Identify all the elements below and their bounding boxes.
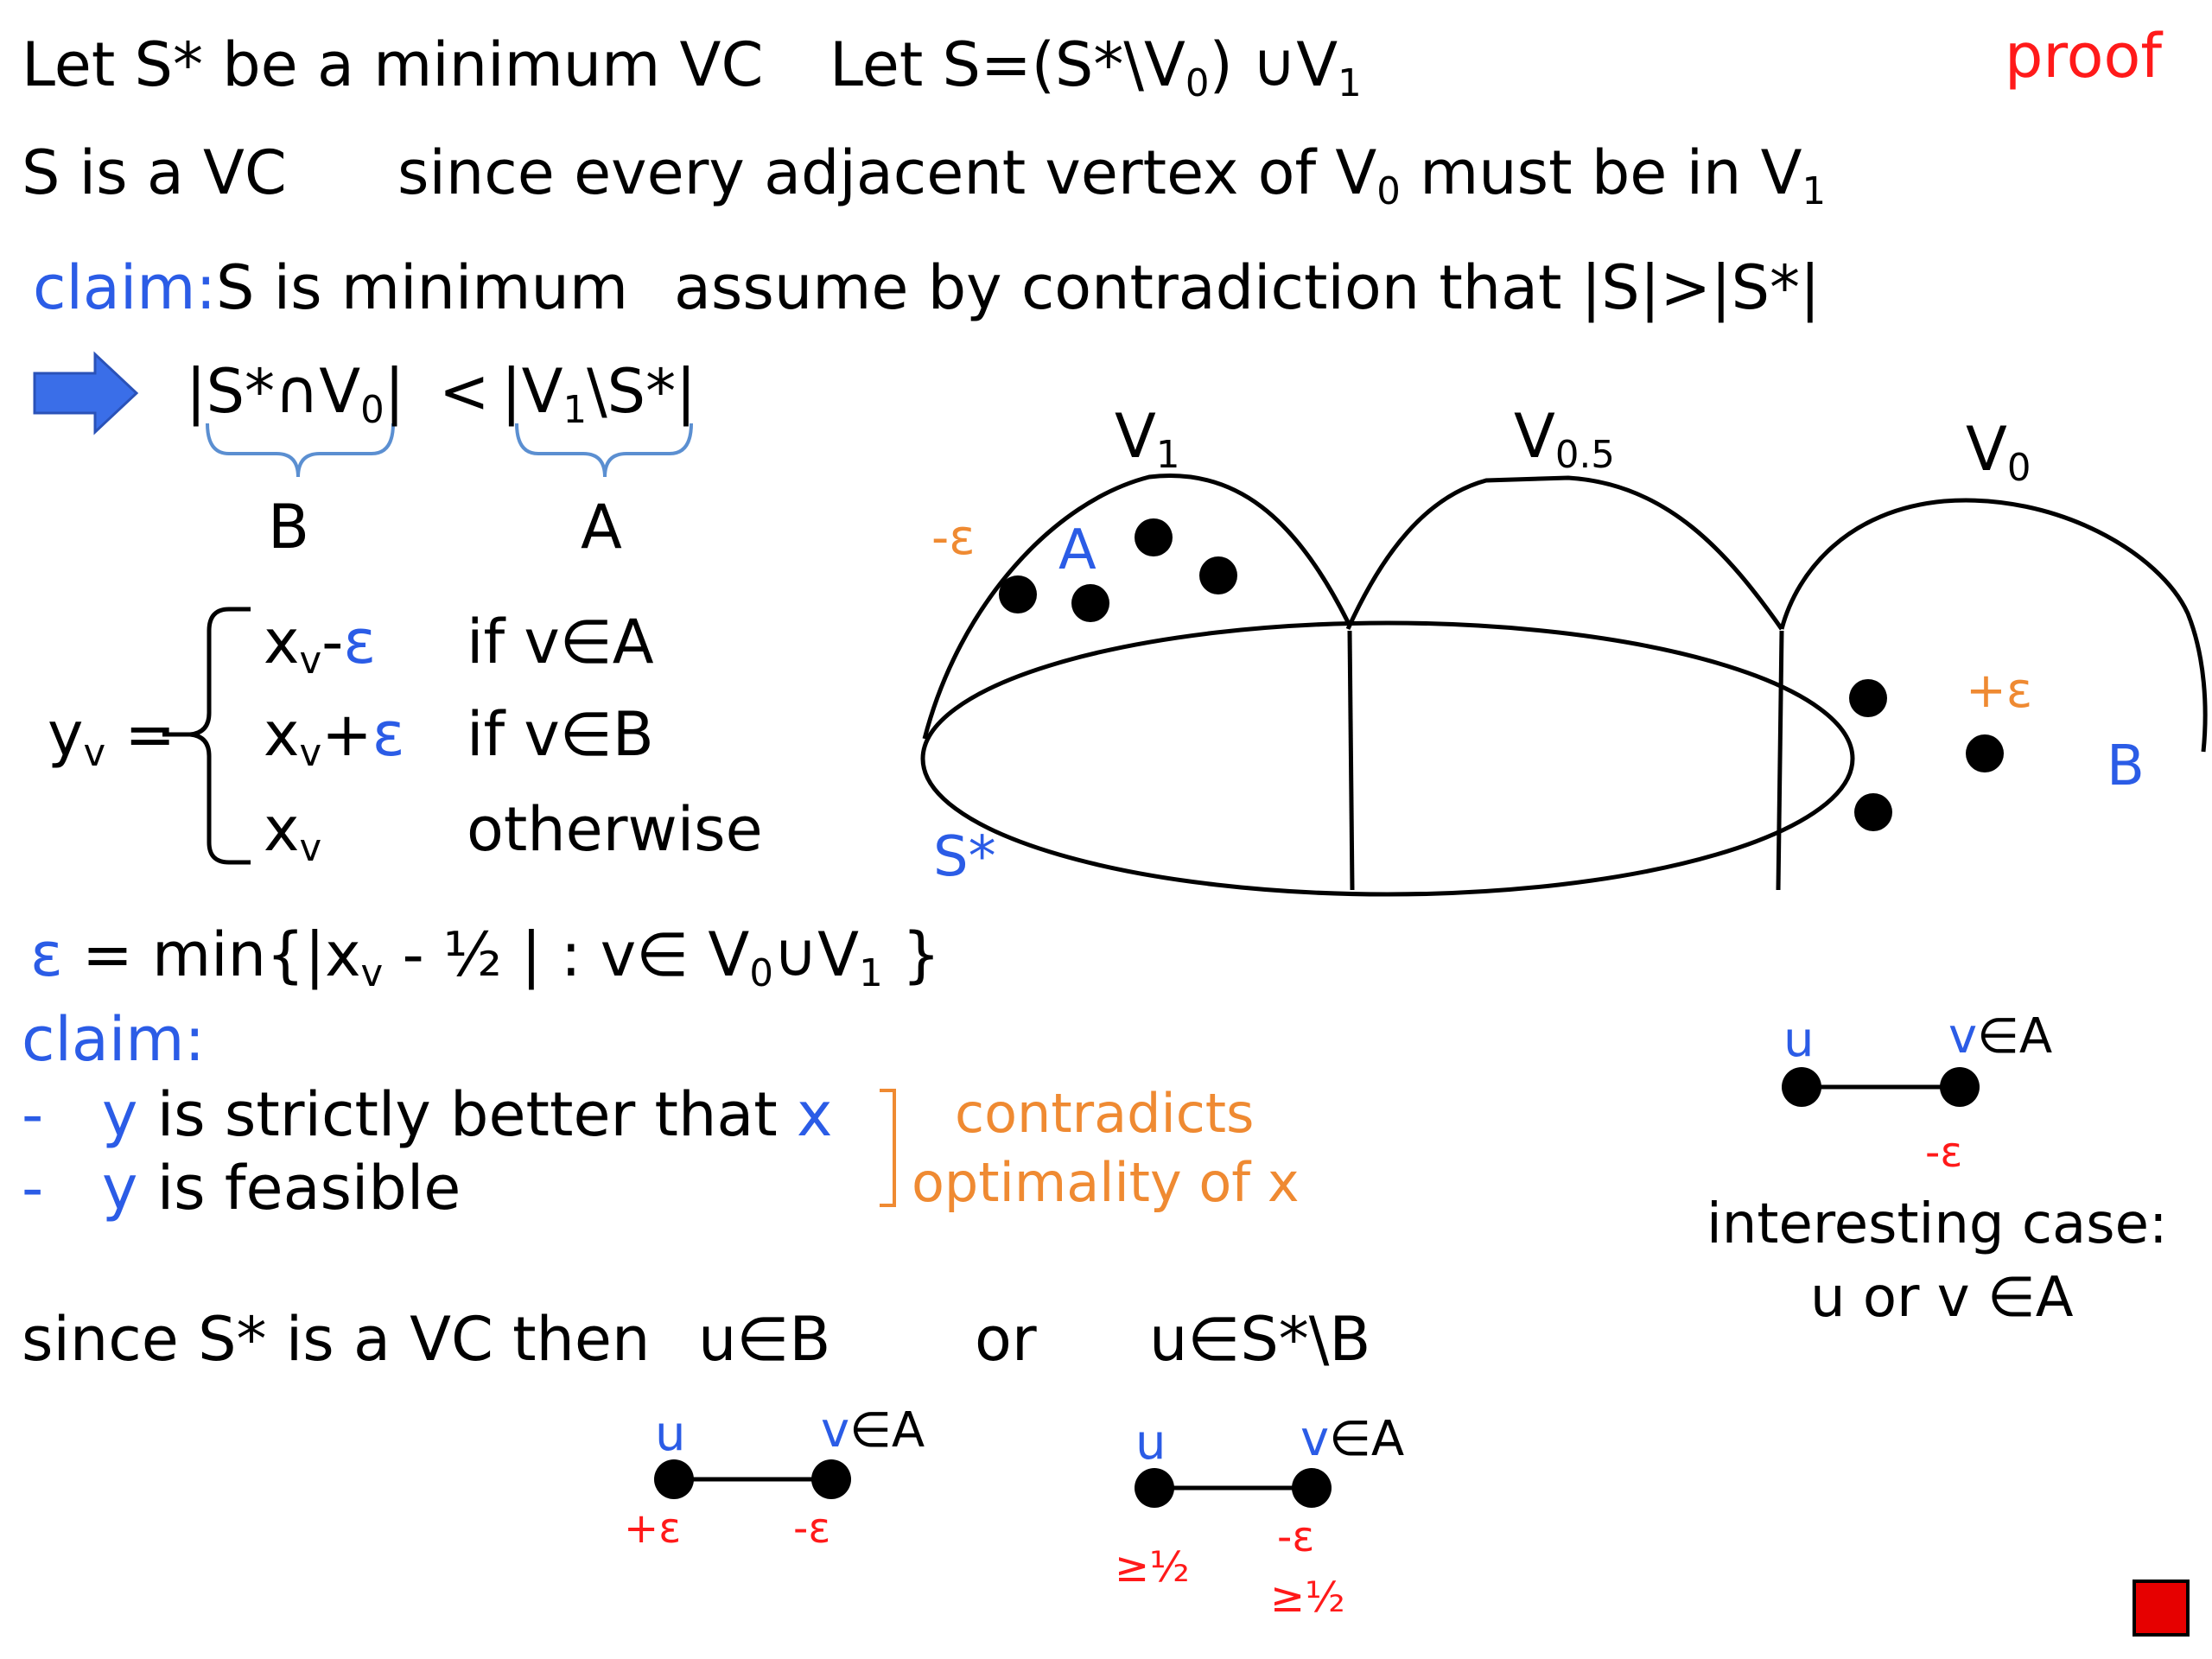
edge-2 <box>1135 1468 1332 1508</box>
label-A: A <box>1058 518 1096 582</box>
divider-1 <box>1347 630 1355 891</box>
claim2-dash-1: - <box>22 1079 44 1150</box>
claim2-dash-2: - <box>22 1153 44 1224</box>
line1-let-s: Let S=(S*\V0) ∪V1 <box>830 29 1362 106</box>
edge-3 <box>1782 1067 1980 1107</box>
edge3-u-label: u <box>1783 1012 1815 1068</box>
label-S-star: S* <box>933 825 996 889</box>
since-line-u-in-B: u∈B <box>698 1304 831 1375</box>
edge1-v-value: -ε <box>793 1504 831 1553</box>
case-row-2-cond: if v∈B <box>467 699 654 770</box>
brace-A <box>515 423 693 478</box>
edge2-u-label: u <box>1135 1414 1166 1471</box>
brace-label-B: B <box>268 492 310 563</box>
inequality-lt: < <box>439 356 490 427</box>
brace-B <box>206 423 395 478</box>
since-line-a: since S* is a VC then <box>22 1304 651 1375</box>
dome-V05 <box>1345 475 1784 631</box>
since-line-u-in-S-minus-B: u∈S*\B <box>1149 1304 1371 1375</box>
edge1-u-label: u <box>655 1406 686 1462</box>
edge2-v-label: v∈A <box>1300 1411 1405 1467</box>
interesting-case-line1: interesting case: <box>1707 1192 2168 1256</box>
dome-V0 <box>1779 498 2208 753</box>
inequality-left: |S*∩V0| <box>186 356 405 433</box>
case-row-3-expr: xv <box>264 794 322 871</box>
optimality-label: optimality of x <box>912 1151 1300 1214</box>
line2-reason: since every adjacent vertex of V0 must b… <box>397 137 1827 214</box>
edge3-v-label: v∈A <box>1948 1008 2053 1065</box>
claim-label: claim: <box>33 252 217 323</box>
edge-1 <box>654 1459 851 1499</box>
end-of-proof-square-icon <box>2133 1580 2190 1637</box>
cases-brace <box>162 607 251 865</box>
label-V0: V0 <box>1966 414 2031 491</box>
claim2-item-1: y is strictly better that x <box>102 1079 833 1150</box>
dome-V1 <box>922 474 1351 740</box>
brace-label-A: A <box>581 492 622 563</box>
edge1-v-label: v∈A <box>821 1402 925 1459</box>
since-line-or: or <box>975 1304 1037 1375</box>
contradicts-label: contradicts <box>955 1082 1255 1145</box>
epsilon-definition: ε = min{|xv - ½ | : v∈ V0∪V1 } <box>30 919 941 996</box>
label-B: B <box>2107 734 2145 798</box>
edge1-u-value: +ε <box>624 1504 682 1553</box>
line2-s-is-vc: S is a VC <box>22 137 287 208</box>
proof-label: proof <box>2005 21 2162 92</box>
label-V1: V1 <box>1115 401 1180 478</box>
contradiction-assumption: assume by contradiction that |S|>|S*| <box>674 252 1821 323</box>
claim2-label: claim: <box>22 1004 206 1075</box>
interesting-case-line2: u or v ∈A <box>1810 1266 2074 1330</box>
edge2-v-value-1: -ε <box>1277 1513 1315 1561</box>
edge3-v-value: -ε <box>1925 1128 1963 1177</box>
partition-diagram <box>920 474 2208 897</box>
claim2-item-2: y is feasible <box>102 1153 461 1224</box>
claim-s-minimum: S is minimum <box>216 252 629 323</box>
label-plus-eps: +ε <box>1966 663 2033 719</box>
inequality-right: |V1\S*| <box>501 356 696 433</box>
edge2-u-value: ≥½ <box>1115 1543 1190 1592</box>
case-row-1-expr: xv-ε <box>264 607 377 683</box>
divider-2 <box>1776 630 1784 891</box>
diagram-vertices <box>999 518 2004 831</box>
line1-let-s-star: Let S* be a minimum VC <box>22 29 764 100</box>
claim-bracket <box>880 1089 896 1207</box>
cases-lhs: yv = <box>48 699 176 776</box>
edge2-v-value-2: ≥½ <box>1270 1573 1345 1622</box>
right-arrow-icon <box>33 351 139 435</box>
label-minus-eps: -ε <box>931 510 976 566</box>
base-ellipse <box>920 620 1855 897</box>
label-V05: V0.5 <box>1514 401 1615 478</box>
case-row-3-cond: otherwise <box>467 794 763 865</box>
case-row-2-expr: xv+ε <box>264 699 405 776</box>
case-row-1-cond: if v∈A <box>467 607 654 677</box>
